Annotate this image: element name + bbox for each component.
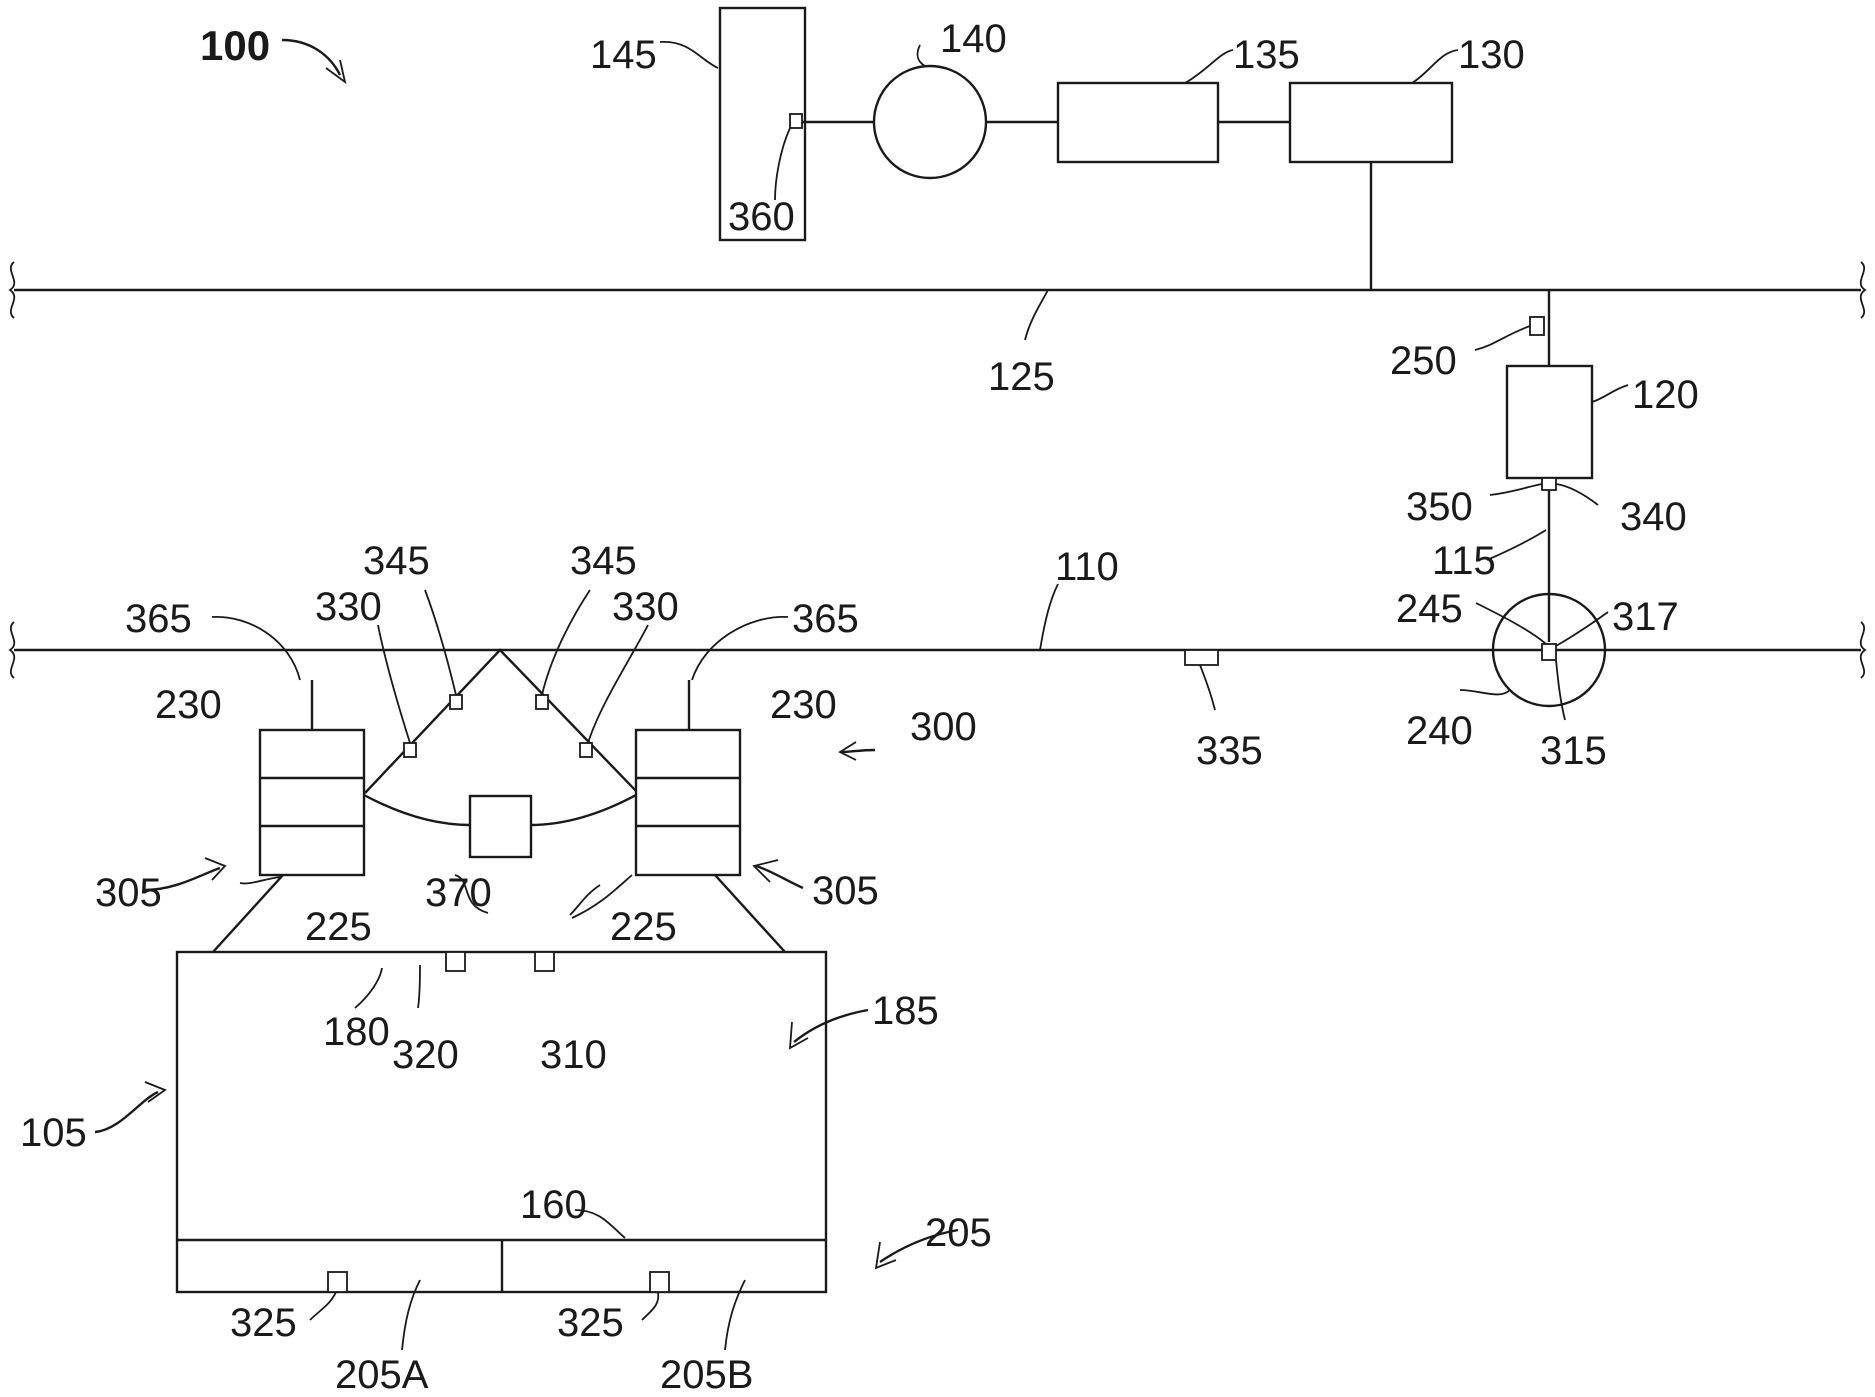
label-305-right: 305 xyxy=(812,869,879,913)
sensor-325-left xyxy=(328,1272,347,1292)
label-230-right: 230 xyxy=(770,683,837,727)
label-105: 105 xyxy=(20,1111,87,1155)
bus-line-125 xyxy=(10,262,1865,318)
label-205: 205 xyxy=(925,1211,992,1255)
sensor-325-right xyxy=(650,1272,669,1292)
label-115: 115 xyxy=(1432,539,1496,583)
label-325-left: 325 xyxy=(230,1301,297,1345)
enclosure-105 xyxy=(177,952,826,1292)
sensor-345-right xyxy=(536,695,548,709)
label-340: 340 xyxy=(1620,495,1687,539)
component-130-box xyxy=(1290,83,1452,162)
label-330-right: 330 xyxy=(612,585,679,629)
sensor-345-left xyxy=(450,695,462,709)
sensor-360 xyxy=(790,114,802,128)
label-345-left: 345 xyxy=(363,539,430,583)
sensor-330-left xyxy=(404,743,416,757)
label-140: 140 xyxy=(940,17,1007,61)
sensor-340 xyxy=(1542,478,1556,490)
label-225-right: 225 xyxy=(610,905,677,949)
label-365-left: 365 xyxy=(125,597,192,641)
module-300 xyxy=(213,650,785,952)
sensor-310 xyxy=(535,952,554,971)
label-330-left: 330 xyxy=(315,585,382,629)
label-205A: 205A xyxy=(335,1353,429,1397)
sensor-330-right xyxy=(580,743,592,757)
component-120-box xyxy=(1507,366,1592,478)
label-250: 250 xyxy=(1390,339,1457,383)
label-370: 370 xyxy=(425,871,492,915)
sensor-315 xyxy=(1542,644,1556,660)
label-135: 135 xyxy=(1233,33,1300,77)
label-185: 185 xyxy=(872,989,939,1033)
label-125: 125 xyxy=(988,355,1055,399)
label-225-left: 225 xyxy=(305,905,372,949)
label-365-right: 365 xyxy=(792,597,859,641)
label-240: 240 xyxy=(1406,709,1473,753)
label-160: 160 xyxy=(520,1183,587,1227)
label-350: 350 xyxy=(1406,485,1473,529)
label-315: 315 xyxy=(1540,729,1607,773)
label-360: 360 xyxy=(728,195,795,239)
label-320: 320 xyxy=(392,1033,459,1077)
component-370-box xyxy=(470,796,531,857)
component-140-circle xyxy=(874,66,986,178)
component-135-box xyxy=(1058,83,1218,162)
label-310: 310 xyxy=(540,1033,607,1077)
label-335: 335 xyxy=(1196,729,1263,773)
label-245: 245 xyxy=(1396,587,1463,631)
label-180: 180 xyxy=(323,1010,390,1054)
label-230-left: 230 xyxy=(155,683,222,727)
label-100: 100 xyxy=(200,22,270,69)
sensor-250 xyxy=(1530,317,1544,335)
label-305-left: 305 xyxy=(95,871,162,915)
label-300: 300 xyxy=(910,705,977,749)
label-120: 120 xyxy=(1632,373,1699,417)
top-component-chain xyxy=(720,8,1452,290)
stack-230-left xyxy=(260,730,364,875)
label-317: 317 xyxy=(1612,595,1679,639)
sensor-335 xyxy=(1185,650,1218,665)
label-130: 130 xyxy=(1458,33,1525,77)
label-325-right: 325 xyxy=(557,1301,624,1345)
stack-230-right xyxy=(636,730,740,875)
label-205B: 205B xyxy=(660,1353,753,1397)
sensor-320 xyxy=(446,952,465,971)
label-110: 110 xyxy=(1055,545,1119,589)
label-145: 145 xyxy=(590,33,657,77)
label-345-right: 345 xyxy=(570,539,637,583)
bus-line-110 xyxy=(10,594,1865,706)
branch-120 xyxy=(1507,290,1592,642)
